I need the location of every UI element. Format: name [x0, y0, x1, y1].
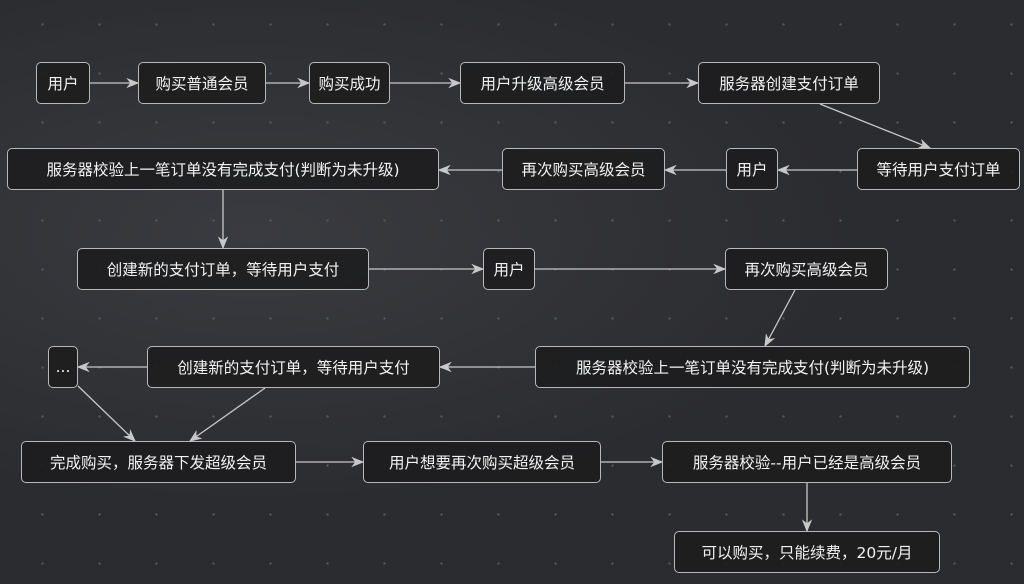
node-renew-only[interactable]: 可以购买，只能续费，20元/月 [674, 531, 940, 573]
edge-arrow [77, 385, 136, 442]
node-buy-basic[interactable]: 购买普通会员 [138, 62, 266, 104]
node-server-check-1[interactable]: 服务器校验上一笔订单没有完成支付(判断为未升级) [7, 148, 439, 190]
edge-arrow [764, 289, 796, 348]
node-rebuy-premium-2[interactable]: 再次购买高级会员 [725, 248, 888, 290]
node-server-check-3[interactable]: 服务器校验--用户已经是高级会员 [662, 441, 952, 483]
node-user-3[interactable]: 用户 [483, 248, 535, 290]
edge-arrow [819, 103, 932, 149]
node-new-order-1[interactable]: 创建新的支付订单，等待用户支付 [77, 248, 369, 290]
node-server-check-2[interactable]: 服务器校验上一笔订单没有完成支付(判断为未升级) [535, 346, 970, 388]
node-user-2[interactable]: 用户 [726, 148, 778, 190]
node-create-order[interactable]: 服务器创建支付订单 [698, 62, 880, 104]
node-new-order-2[interactable]: 创建新的支付订单，等待用户支付 [147, 346, 440, 388]
node-wait-payment[interactable]: 等待用户支付订单 [857, 148, 1020, 190]
node-ellipsis[interactable]: ... [48, 346, 78, 388]
node-want-rebuy-super[interactable]: 用户想要再次购买超级会员 [363, 441, 601, 483]
edge-arrow [188, 387, 266, 442]
node-user-1[interactable]: 用户 [36, 62, 90, 104]
node-buy-success[interactable]: 购买成功 [309, 62, 390, 104]
node-purchase-complete[interactable]: 完成购买，服务器下发超级会员 [21, 441, 296, 483]
node-rebuy-premium-1[interactable]: 再次购买高级会员 [502, 148, 665, 190]
node-upgrade-premium[interactable]: 用户升级高级会员 [460, 62, 625, 104]
